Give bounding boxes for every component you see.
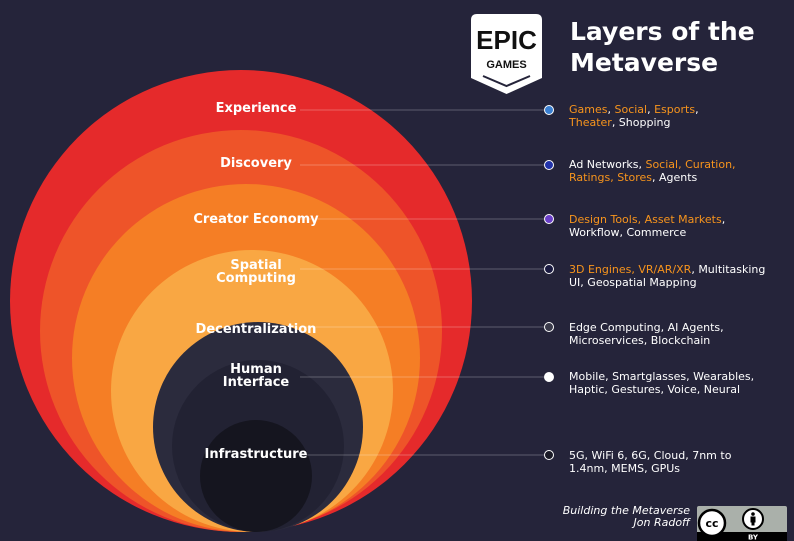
- layer-label-decentralization: Decentralization: [196, 322, 317, 337]
- connector-dot-experience: [544, 105, 554, 115]
- cc-by-license-badge: cc BY: [697, 506, 787, 541]
- title-line-1: Layers of the: [570, 17, 755, 46]
- epic-games-logo: EPIC GAMES: [471, 14, 542, 94]
- logo-games-text: GAMES: [486, 59, 526, 71]
- layer-details-experience: Games, Social, Esports,Theater, Shopping: [569, 103, 699, 129]
- connector-dot-discovery: [544, 160, 554, 170]
- layer-details-discovery: Ad Networks, Social, Curation,Ratings, S…: [569, 158, 736, 184]
- cc-icon: [697, 508, 727, 538]
- layer-label-discovery: Discovery: [220, 156, 292, 171]
- layer-label-human-interface: Interface: [223, 375, 290, 390]
- layer-circle-infrastructure: [200, 420, 312, 532]
- layer-label-human-interface: Human: [230, 362, 282, 377]
- title-line-2: Metaverse: [570, 48, 719, 77]
- credit: Building the Metaverse Jon Radoff: [563, 505, 690, 529]
- connector-dot-human-interface: [544, 372, 554, 382]
- connector-dot-spatial-computing: [544, 264, 554, 274]
- layer-details-human-interface: Mobile, Smartglasses, Wearables,Haptic, …: [569, 370, 755, 396]
- svg-text:BY: BY: [748, 534, 759, 541]
- layer-label-experience: Experience: [216, 101, 297, 116]
- layer-label-spatial-computing: Spatial: [230, 258, 281, 273]
- credit-author: Jon Radoff: [633, 516, 690, 529]
- svg-text:cc: cc: [705, 517, 718, 530]
- connector-dot-creator-economy: [544, 214, 554, 224]
- credit-book: Building the Metaverse: [562, 504, 690, 517]
- layer-label-spatial-computing: Computing: [216, 271, 296, 286]
- connector-dot-decentralization: [544, 322, 554, 332]
- layer-details-decentralization: Edge Computing, AI Agents,Microservices,…: [569, 321, 724, 347]
- layer-details-creator-economy: Design Tools, Asset Markets,Workflow, Co…: [569, 213, 726, 239]
- layer-label-creator-economy: Creator Economy: [193, 212, 319, 227]
- page-title: Layers of the Metaverse: [570, 16, 755, 78]
- layer-label-infrastructure: Infrastructure: [205, 447, 308, 462]
- logo-epic-text: EPIC: [476, 25, 537, 55]
- connector-dot-infrastructure: [544, 450, 554, 460]
